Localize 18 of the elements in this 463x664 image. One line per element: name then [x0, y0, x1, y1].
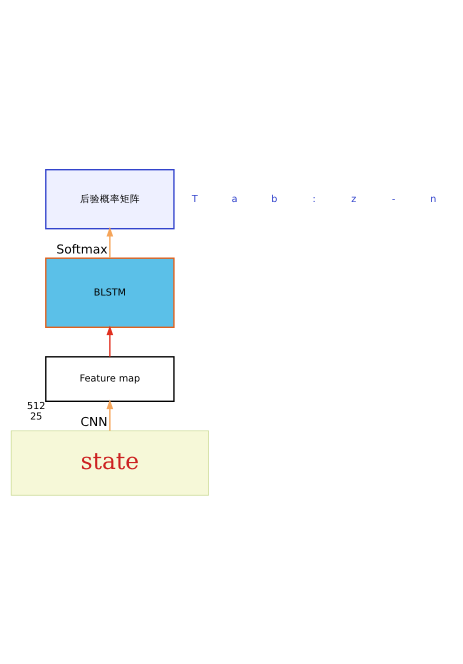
- node-box: state: [10, 430, 209, 496]
- label: z: [351, 193, 356, 204]
- label: a: [232, 193, 238, 204]
- label: b: [271, 193, 278, 204]
- node-label: 512: [27, 400, 46, 412]
- arrow: [106, 325, 114, 356]
- label: :: [312, 193, 316, 204]
- arrow: [106, 398, 114, 430]
- node-box: Feature map: [45, 356, 175, 402]
- node-box: 后验概率矩阵: [45, 168, 175, 229]
- label: n: [430, 193, 436, 204]
- edge-label: CNN: [80, 414, 108, 428]
- label: T: [192, 193, 198, 204]
- node-box: BLSTM: [45, 256, 175, 328]
- node-label: 25: [30, 410, 42, 422]
- edge-label: Softmax: [56, 242, 108, 256]
- arrow: [106, 226, 114, 258]
- label: -: [392, 193, 396, 204]
